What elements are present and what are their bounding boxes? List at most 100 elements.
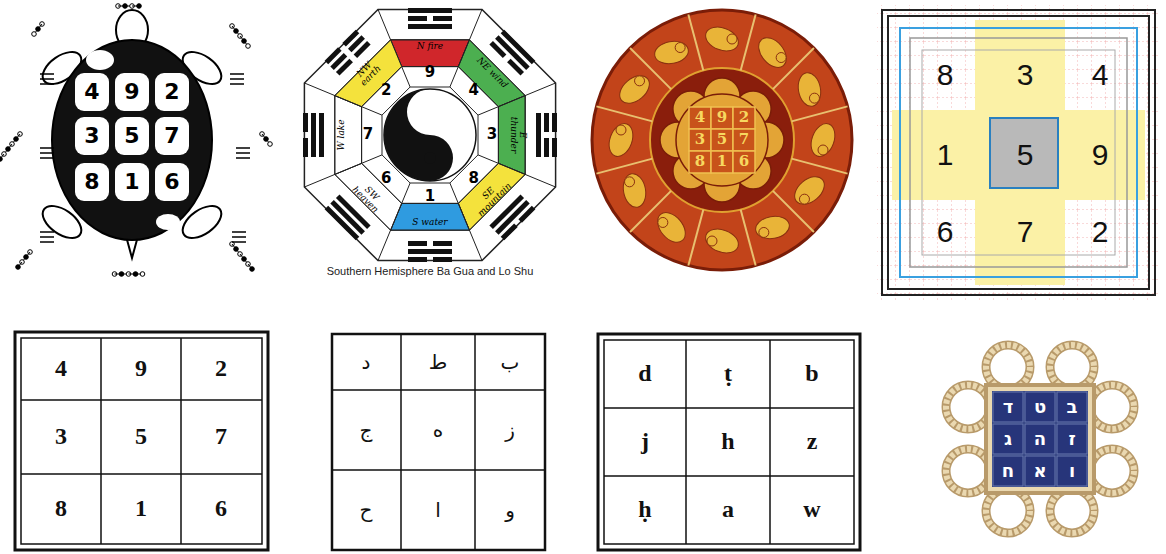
- drawing-stroke: [236, 157, 250, 159]
- drawing-stroke: [711, 129, 733, 151]
- zodiac-number: 5: [717, 132, 727, 148]
- zodiac-number: 3: [695, 132, 705, 148]
- drawing-stroke: [458, 163, 525, 230]
- hebrew-letter: ב: [1067, 398, 1078, 417]
- hebrew-letter: ג: [1004, 430, 1012, 449]
- zodiac-animal: [702, 225, 741, 257]
- arabic-letter: و: [505, 500, 515, 521]
- drawing-stroke: [319, 113, 324, 157]
- drawing-stroke: [536, 113, 541, 157]
- drawing-stroke: [986, 489, 1030, 533]
- magic-square-number: 2: [215, 356, 227, 381]
- drawing-stroke: [986, 489, 1030, 533]
- drawing-stroke: [946, 449, 990, 493]
- zodiac-animal: [614, 70, 654, 109]
- drawing-stroke: [552, 138, 557, 157]
- mandala-number: 9: [1092, 139, 1109, 171]
- drawing-stroke: [335, 96, 362, 175]
- drawing-stroke: [1050, 489, 1094, 533]
- zodiac-animal: [605, 120, 637, 159]
- zodiac-animal: [796, 71, 824, 108]
- drawing-stroke: [408, 8, 452, 29]
- drawing-stroke: [408, 24, 452, 29]
- arabic-letter: ه: [433, 420, 443, 441]
- drawing-stroke: [391, 40, 470, 67]
- zodiac-animal: [652, 207, 691, 247]
- zodiac-animal: [759, 227, 769, 237]
- zodiac-number: 2: [739, 110, 749, 126]
- drawing-stroke: [792, 106, 848, 121]
- drawing-stroke: [741, 14, 756, 70]
- turtle-number: 5: [124, 124, 139, 147]
- turtle-number: 1: [124, 170, 139, 193]
- arabic-letter: ب: [501, 352, 520, 373]
- drawing-stroke: [1090, 449, 1134, 493]
- yin-yang: [384, 89, 476, 181]
- rope-knot: [946, 345, 1134, 533]
- turtle-number: 7: [164, 124, 179, 147]
- drawing-stroke: [408, 249, 452, 254]
- hebrew-letter: ז: [1068, 430, 1075, 449]
- drawing-stroke: [408, 8, 452, 13]
- drawing-stroke: [232, 236, 246, 238]
- zodiac-animal: [707, 236, 717, 246]
- drawing-stroke: [458, 40, 525, 107]
- magic-square-number: 3: [55, 424, 67, 449]
- zodiac-animal: [799, 194, 809, 204]
- zodiac-animal: [616, 125, 626, 135]
- drawing-stroke: [303, 113, 308, 132]
- zodiac-number: 1: [717, 154, 727, 170]
- transliteration-letter: b: [805, 361, 818, 386]
- zodiac-animal: [658, 217, 668, 227]
- zodiac-number: 9: [717, 110, 727, 126]
- zodiac-animal: [675, 43, 685, 53]
- drawing-stroke: [1050, 345, 1094, 389]
- mandala-square: [877, 5, 1160, 300]
- ba-gua-number: 7: [363, 127, 373, 143]
- mandala-number: 8: [937, 59, 954, 91]
- ba-gua-octagon: [303, 8, 557, 262]
- drawing-stroke: [1090, 385, 1134, 429]
- arabic-letter: ا: [435, 500, 441, 521]
- transliteration-letter: z: [807, 429, 818, 454]
- magic-square-number: 4: [55, 356, 67, 381]
- ba-gua-number: 1: [425, 189, 435, 205]
- zodiac-wheel: [592, 10, 852, 270]
- drawing-stroke: [140, 272, 145, 277]
- drawing-stroke: [155, 163, 189, 201]
- hebrew-letter: ד: [1003, 398, 1014, 417]
- drawing-stroke: [137, 4, 142, 9]
- hebrew-letter: ט: [1034, 398, 1046, 417]
- drawing-stroke: [1025, 456, 1055, 486]
- drawing-stroke: [986, 345, 1030, 389]
- yin-yang: [384, 89, 453, 181]
- mandala-number: 6: [937, 216, 954, 248]
- magic-square-grid: [15, 332, 860, 550]
- drawing-stroke: [689, 151, 711, 173]
- drawing-stroke: [115, 73, 149, 111]
- drawing-stroke: [236, 152, 250, 154]
- drawing-stroke: [32, 32, 37, 37]
- drawing-stroke: [1090, 449, 1134, 493]
- drawing-stroke: [711, 107, 733, 129]
- drawing-stroke: [433, 241, 452, 246]
- drawing-stroke: [424, 106, 436, 118]
- zodiac-animal: [807, 120, 839, 159]
- drawing-stroke: [246, 44, 251, 49]
- ba-gua-number: 3: [487, 127, 497, 143]
- drawing-stroke: [408, 241, 427, 246]
- drawing-stroke: [741, 210, 756, 266]
- drawing-stroke: [303, 138, 308, 157]
- drawing-stroke: [155, 73, 189, 111]
- drawing-stroke: [1050, 345, 1094, 389]
- drawing-stroke: [1025, 392, 1055, 422]
- drawing-stroke: [946, 385, 990, 429]
- drawing-stroke: [336, 59, 353, 76]
- drawing-stroke: [552, 113, 557, 132]
- turtle: [0, 4, 272, 277]
- zodiac-animal: [653, 39, 690, 67]
- drawing-stroke: [507, 59, 524, 76]
- drawing-stroke: [232, 231, 246, 233]
- drawing-stroke: [536, 113, 557, 157]
